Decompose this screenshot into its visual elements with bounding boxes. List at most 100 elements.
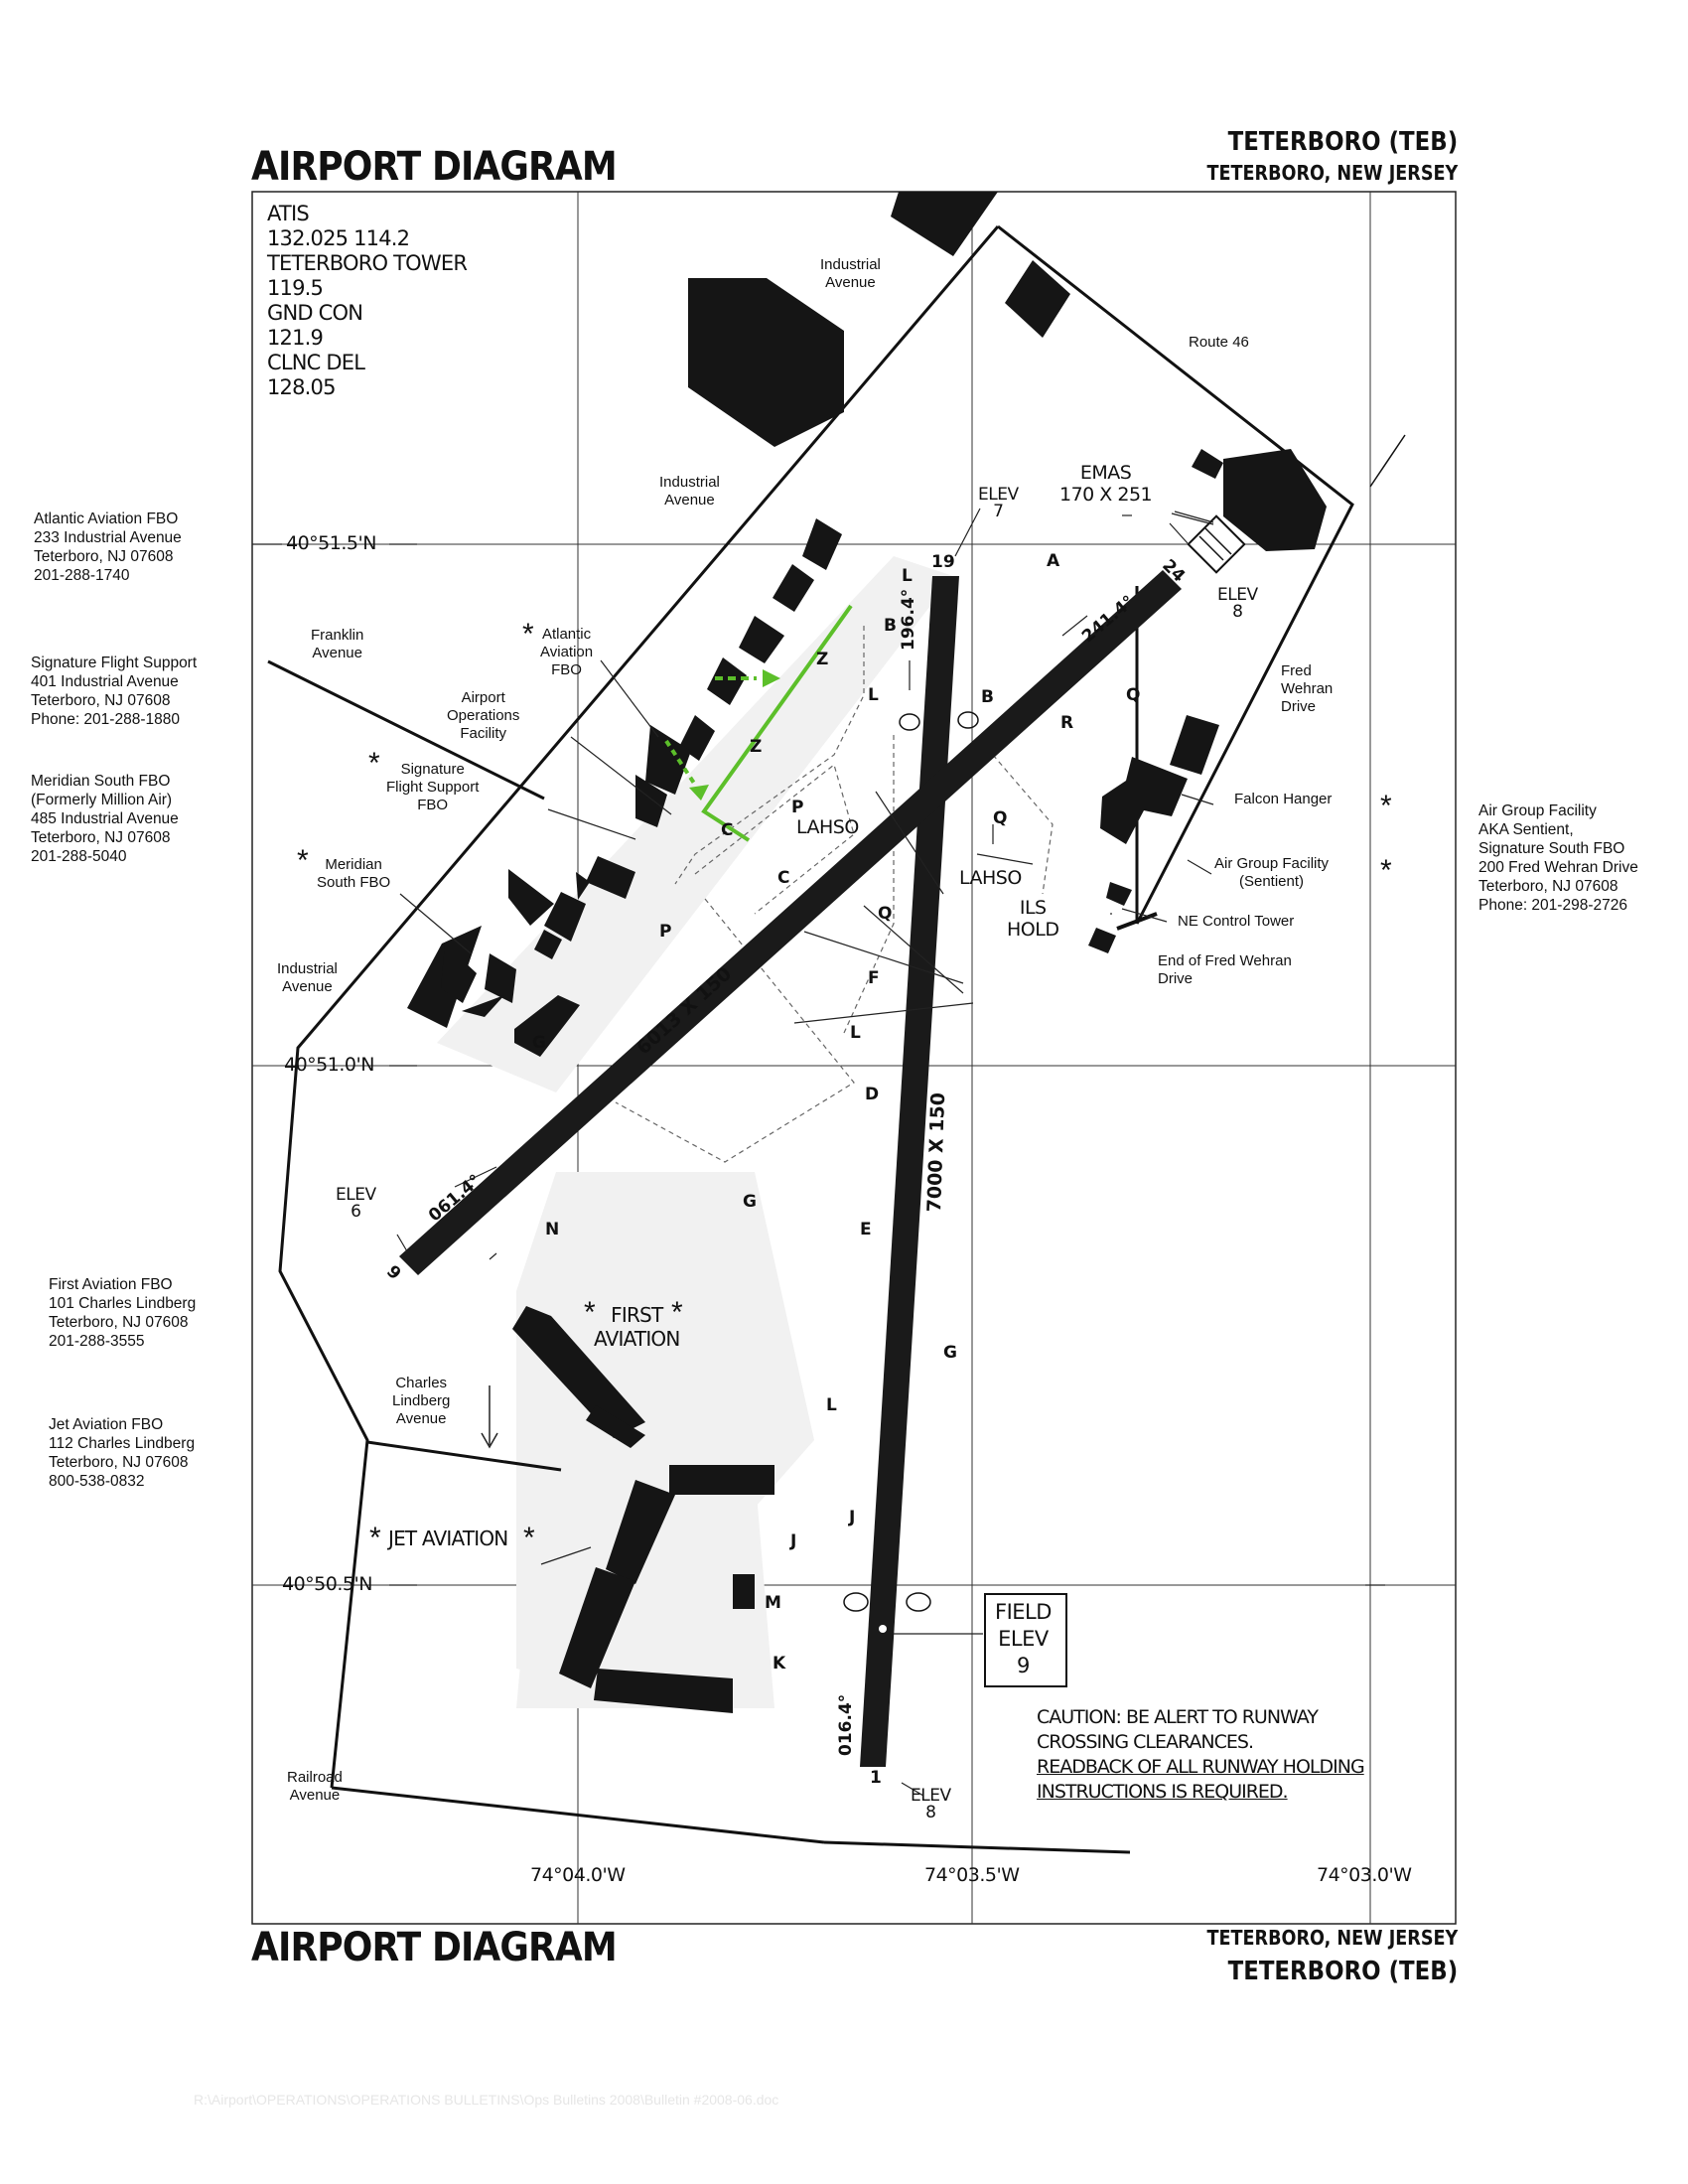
label-air-group: Air Group Facility (Sentient) (1214, 855, 1330, 890)
label-meridian: Meridian South FBO (317, 856, 391, 891)
page-title-bottom: AIRPORT DIAGRAM (251, 1925, 618, 1970)
taxiway-label: K (773, 1654, 786, 1674)
charles-lindberg-road (366, 1440, 562, 1472)
caution-line: CAUTION: BE ALERT TO RUNWAY (1037, 1706, 1319, 1728)
taxiway-label: L (850, 1023, 861, 1043)
label-lahso: LAHSO (796, 816, 859, 838)
frequency-list: ATIS 132.025 114.2 TETERBORO TOWER 119.5… (267, 202, 468, 400)
coord-ticks (252, 543, 1385, 1586)
caution-line: READBACK OF ALL RUNWAY HOLDING (1037, 1756, 1365, 1778)
star-marker: * (1380, 854, 1392, 887)
label-end-fred-wehran: End of Fred Wehran Drive (1158, 952, 1292, 987)
railroad-boundary (331, 1786, 825, 1844)
taxiway-label: F (868, 968, 880, 988)
taxiway-label: R (1060, 713, 1074, 733)
label-airport-operations: Airport Operations Facility (447, 689, 520, 742)
taxiway-label: P (791, 798, 804, 817)
freq-line: 128.05 (267, 375, 336, 399)
taxiway-label: Q (1126, 685, 1141, 705)
taxiway-label: G (743, 1192, 757, 1212)
taxiway-label: M (765, 1593, 781, 1613)
caution-line: CROSSING CLEARANCES. (1037, 1731, 1254, 1753)
south-boundary (823, 1840, 1131, 1854)
freq-line: GND CON (267, 301, 363, 325)
runway-6-24 (399, 570, 1182, 1275)
label-elev: ELEV 7 (978, 485, 1019, 521)
runway-end-1: 1 (870, 1768, 882, 1788)
heading-196: 196.4° (899, 588, 918, 651)
label-elev: ELEV 8 (911, 1786, 951, 1822)
highlighted-taxi-route (664, 604, 853, 842)
label-industrial-avenue: Industrial Avenue (277, 960, 338, 995)
freq-line: CLNC DEL (267, 351, 365, 374)
field-elev-point (879, 1625, 887, 1633)
ils-hold-marks (843, 711, 979, 1612)
lon-label: 74°03.0'W (1317, 1864, 1412, 1886)
file-path-footer: R:\Airport\OPERATIONS\OPERATIONS BULLETI… (194, 2092, 779, 2108)
taxiway-label: C (777, 868, 790, 888)
taxiway-label: J (790, 1531, 797, 1551)
label-signature: Signature Flight Support FBO (386, 761, 480, 813)
runway-1-19-dims: 7000 X 150 (923, 1092, 950, 1213)
taxiway-label: P (659, 922, 672, 942)
taxiway-label: N (545, 1220, 560, 1239)
freq-line: 121.9 (267, 326, 324, 350)
taxiway-label: Q (878, 904, 893, 924)
label-franklin-avenue: Franklin Avenue (311, 627, 364, 661)
page-title: AIRPORT DIAGRAM (251, 144, 618, 190)
star-marker: * (368, 747, 380, 780)
taxiway-label: Z (816, 650, 829, 669)
label-industrial-avenue: Industrial Avenue (659, 474, 720, 509)
airport-name: TETERBORO (TEB) (1227, 127, 1458, 157)
label-ne-tower: NE Control Tower (1178, 913, 1295, 930)
taxiway-label: G (532, 1033, 546, 1053)
lat-label: 40°50.5'N (282, 1573, 372, 1595)
label-ils-hold: ILS HOLD (1007, 897, 1059, 941)
taxiway-label: A (1047, 551, 1060, 571)
star-marker: * (584, 1296, 596, 1329)
taxiway-dashed-lines (615, 626, 1054, 1163)
taxiway-label: J (849, 1508, 856, 1528)
taxiway-label: B (981, 687, 994, 707)
lat-label: 40°51.5'N (286, 532, 376, 554)
label-elev: ELEV 8 (1217, 585, 1258, 622)
runway-end-19: 19 (931, 552, 955, 572)
label-lahso: LAHSO (959, 867, 1022, 889)
boundary-west (278, 225, 1000, 1789)
taxiway-label: G (943, 1343, 957, 1363)
fbo-info-meridian: Meridian South FBO(Formerly Million Air)… (31, 773, 179, 865)
taxiway-label: D (865, 1085, 880, 1104)
star-marker: * (523, 1522, 535, 1554)
franklin-avenue-road (267, 659, 545, 801)
lat-label: 40°51.0'N (284, 1054, 374, 1076)
label-industrial-avenue: Industrial Avenue (820, 256, 881, 291)
lon-label: 74°04.0'W (530, 1864, 626, 1886)
route-arrows (689, 669, 780, 801)
buildings (407, 192, 1327, 1713)
field-elev-box (984, 1593, 1067, 1687)
star-marker: * (522, 618, 534, 651)
label-railroad-avenue: Railroad Avenue (287, 1769, 343, 1804)
freq-line: 132.025 114.2 (267, 226, 410, 250)
star-marker: * (1380, 790, 1392, 822)
taxiway-label: C (721, 820, 734, 840)
label-elev: ELEV 6 (336, 1185, 376, 1222)
caution-note: CAUTION: BE ALERT TO RUNWAY CROSSING CLE… (1037, 1705, 1365, 1805)
apron-areas (437, 556, 953, 1708)
label-jet-aviation: JET AVIATION (388, 1527, 508, 1550)
taxiway-label: L (868, 685, 879, 705)
taxiway-label: E (860, 1220, 872, 1239)
end-fred-wehran-marker (1116, 912, 1158, 931)
heading-016: 016.4° (836, 1693, 856, 1756)
label-falcon-hanger: Falcon Hanger (1234, 791, 1333, 807)
freq-line: ATIS (267, 202, 310, 225)
runway-1-19 (860, 576, 959, 1767)
label-atlantic-aviation: Atlantic Aviation FBO (540, 626, 594, 678)
label-route-46: Route 46 (1189, 334, 1249, 351)
airport-name-bottom: TETERBORO (TEB) (1227, 1957, 1458, 1986)
